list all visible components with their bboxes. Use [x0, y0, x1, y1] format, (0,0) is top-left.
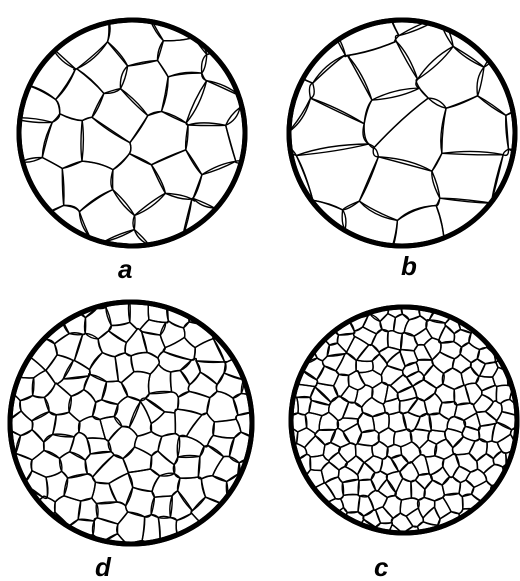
- grain-boundary: [426, 534, 443, 580]
- grain-boundary: [475, 313, 496, 334]
- micrograph-panel-d: d: [0, 269, 282, 581]
- panel-label-a: a: [118, 254, 132, 284]
- grain-boundary: [317, 509, 333, 524]
- grain-boundary: [0, 184, 36, 238]
- grain-boundary: [267, 393, 286, 417]
- grain-boundary: [493, 201, 520, 256]
- grain-boundary: [435, 0, 498, 9]
- grain-boundary: [0, 471, 21, 502]
- grain-boundary: [0, 440, 7, 459]
- grain-boundary: [252, 436, 282, 469]
- grain-boundary: [0, 343, 19, 365]
- grain-boundary: [0, 421, 4, 441]
- panel-label-b: b: [401, 251, 417, 281]
- grain-boundary: [156, 546, 183, 581]
- grain-boundary: [127, 0, 183, 12]
- grain-boundary: [436, 255, 499, 315]
- panel-label-c: c: [374, 552, 389, 581]
- grain-boundary: [247, 476, 273, 500]
- grain-boundary: [83, 0, 129, 18]
- grain-boundary: [167, 0, 221, 23]
- grain-boundary: [170, 537, 203, 565]
- grain-boundary: [0, 149, 22, 198]
- grain-boundary: [451, 526, 464, 543]
- grain-boundary: [314, 314, 332, 331]
- grain-boundary: [303, 0, 381, 19]
- grain-boundary: [335, 525, 358, 545]
- grain-boundary: [15, 224, 65, 281]
- grain-boundary: [240, 151, 287, 202]
- grain-boundary: [253, 395, 276, 428]
- grain-boundary: [147, 542, 169, 564]
- grain-boundary: [503, 5, 520, 60]
- grain-boundary: [198, 531, 220, 559]
- grain-boundary: [425, 283, 445, 305]
- grain-boundary: [65, 237, 106, 286]
- panel-label-d: d: [95, 552, 112, 581]
- grain-boundary: [0, 76, 11, 134]
- grain-boundary: [266, 431, 287, 449]
- micrograph-panel-c: c: [266, 283, 520, 581]
- micrograph-panel-b: b: [212, 0, 520, 331]
- grain-boundary: [406, 287, 425, 305]
- grain-boundary: [374, 286, 395, 307]
- grain-boundary: [440, 288, 458, 308]
- grain-boundary: [277, 443, 292, 459]
- grain-boundary: [129, 275, 160, 301]
- grain-boundary: [0, 127, 6, 175]
- grain-boundary: [0, 348, 16, 378]
